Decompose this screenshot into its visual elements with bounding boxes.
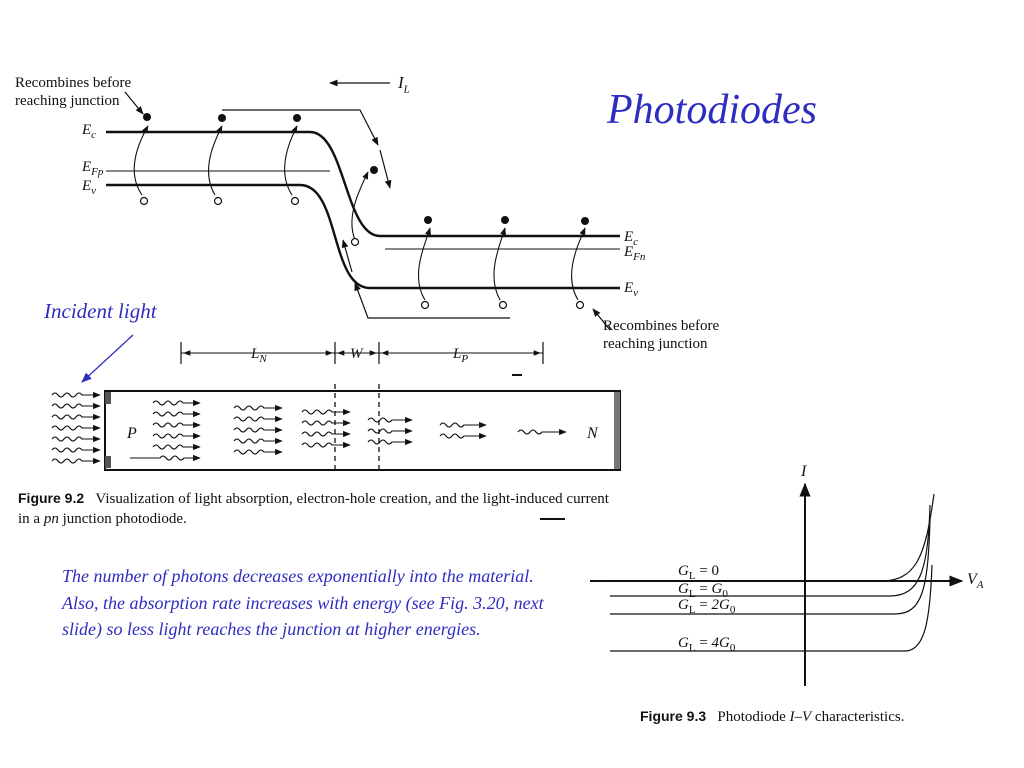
- figure-9-3: [590, 482, 964, 686]
- axis-va-label: VA: [967, 571, 984, 592]
- iv-curve-g1: [610, 504, 931, 597]
- figure-9-2-caption-line2: in a pn junction photodiode.: [18, 511, 187, 527]
- left-efp-label: EFp: [82, 159, 104, 178]
- right-ev-label: Ev: [624, 280, 639, 299]
- dim-lp-label: LP: [453, 346, 469, 365]
- left-ev-label: Ev: [82, 178, 97, 197]
- recombine-left-pointer: [124, 91, 144, 115]
- dim-w-label: W: [350, 346, 363, 362]
- recombine-right-pointer: [592, 308, 611, 331]
- carriers: [139, 113, 589, 310]
- figure-9-3-caption: Figure 9.3 Photodiode I–V characteristic…: [640, 708, 905, 725]
- region-n-label: N: [587, 425, 598, 442]
- electron-path: [222, 109, 379, 146]
- curve-label-0: GL = 0: [678, 563, 720, 582]
- region-p-label: P: [127, 425, 137, 442]
- curve-label-3: GL = 4G0: [678, 635, 736, 654]
- iv-curve-g4: [610, 564, 933, 652]
- dim-ln-label: LN: [251, 346, 267, 365]
- electron-drift-arrow: [379, 149, 392, 189]
- axis-i-label: I: [801, 463, 807, 480]
- valence-band: [106, 183, 620, 290]
- iv-curve-g2: [610, 519, 931, 615]
- left-ec-label: Ec: [82, 122, 97, 141]
- hole-drift-arrow: [341, 239, 353, 273]
- figure-9-2: [51, 342, 621, 520]
- band-diagram: [106, 79, 620, 331]
- right-ec-label: Ec: [624, 229, 639, 248]
- iv-curve-g0: [610, 493, 935, 582]
- recombine-right-label: Recombines before reaching junction: [603, 318, 720, 352]
- incident-light-arrow: [81, 334, 134, 383]
- current-label: IL: [398, 73, 410, 96]
- hole-path: [354, 282, 510, 319]
- incident-light-label: Incident light: [44, 299, 157, 323]
- right-efn-label: EFn: [624, 244, 646, 263]
- figure-9-2-caption: Figure 9.2 Visualization of light absorp…: [18, 490, 609, 507]
- curve-label-2: GL = 2G0: [678, 597, 736, 616]
- explanation-text: The number of photons decreases exponent…: [62, 566, 544, 639]
- conduction-band: [106, 130, 620, 238]
- recombine-left-label: Recombines before reaching junction: [15, 75, 132, 109]
- curve-label-1: GL = G0: [678, 581, 728, 600]
- slide-title: Photodiodes: [607, 87, 817, 133]
